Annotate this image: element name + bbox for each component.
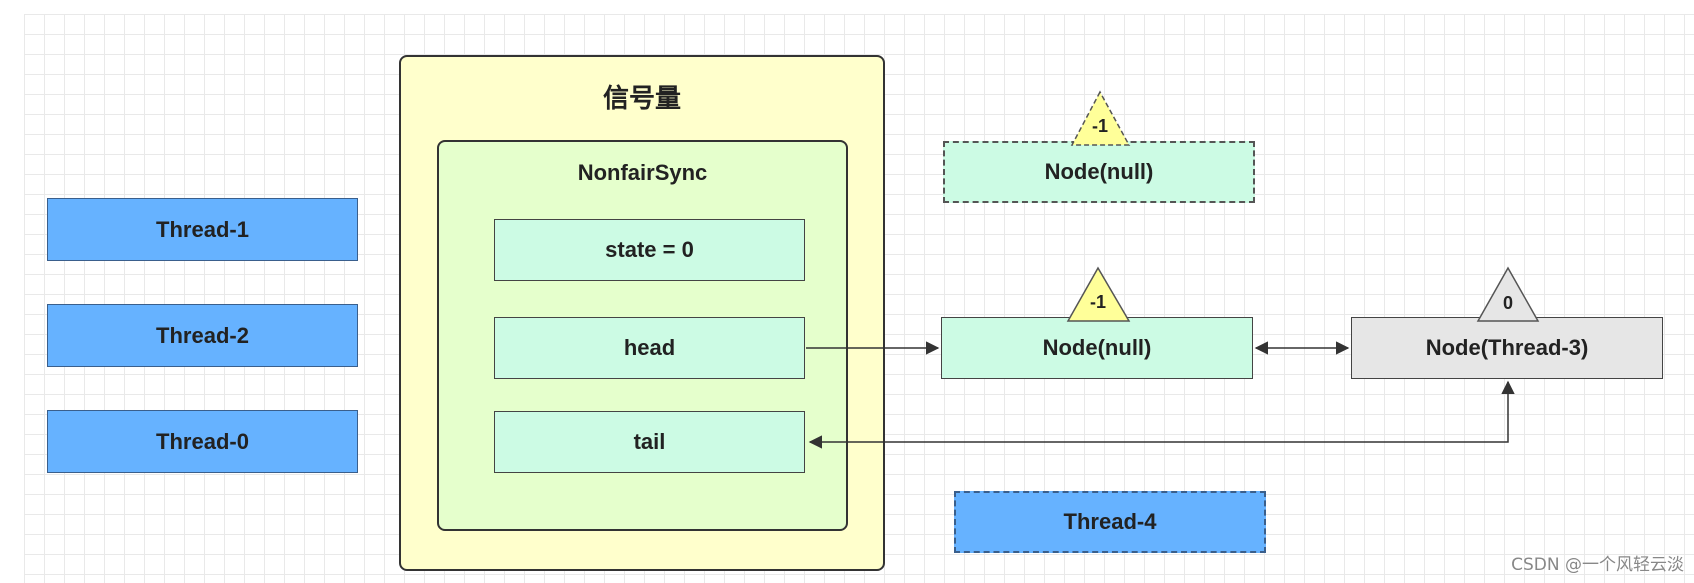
head-field[interactable]: head (494, 317, 805, 379)
nonfair-sync-title: NonfairSync (577, 160, 708, 185)
head-field-label: head (623, 335, 676, 360)
thread-0-label: Thread-0 (156, 428, 249, 454)
state-field-label: state = 0 (605, 237, 694, 262)
head-node-status: -1 (1089, 292, 1106, 312)
tail-field-label: tail (633, 429, 666, 454)
state-field[interactable]: state = 0 (494, 219, 805, 281)
tail-node[interactable]: Node(Thread-3) (1351, 317, 1663, 379)
head-node[interactable]: Node(null) (941, 317, 1253, 379)
tail-node-status-triangle (1476, 266, 1540, 322)
detached-node-status: -1 (1091, 116, 1108, 136)
thread-1-box[interactable]: Thread-1 (47, 198, 358, 261)
thread-2-label: Thread-2 (156, 322, 249, 348)
detached-node-status-triangle (1070, 90, 1131, 146)
detached-node-label: Node(null) (1044, 159, 1154, 184)
tail-node-label: Node(Thread-3) (1425, 335, 1589, 360)
head-node-status-triangle (1066, 266, 1131, 322)
semaphore-title: 信号量 (602, 83, 681, 113)
watermark: CSDN @一个风轻云淡 (1511, 555, 1684, 575)
tail-field[interactable]: tail (494, 411, 805, 473)
thread-4-label: Thread-4 (1063, 509, 1157, 534)
tail-pointer-arrow (808, 380, 1515, 449)
thread-0-box[interactable]: Thread-0 (47, 410, 358, 473)
detached-node[interactable]: Node(null) (943, 141, 1255, 203)
thread-1-label: Thread-1 (156, 216, 249, 242)
tail-node-status: 0 (1502, 293, 1513, 313)
thread-2-box[interactable]: Thread-2 (47, 304, 358, 367)
head-node-label: Node(null) (1042, 335, 1152, 360)
thread-4-box[interactable]: Thread-4 (954, 491, 1266, 553)
